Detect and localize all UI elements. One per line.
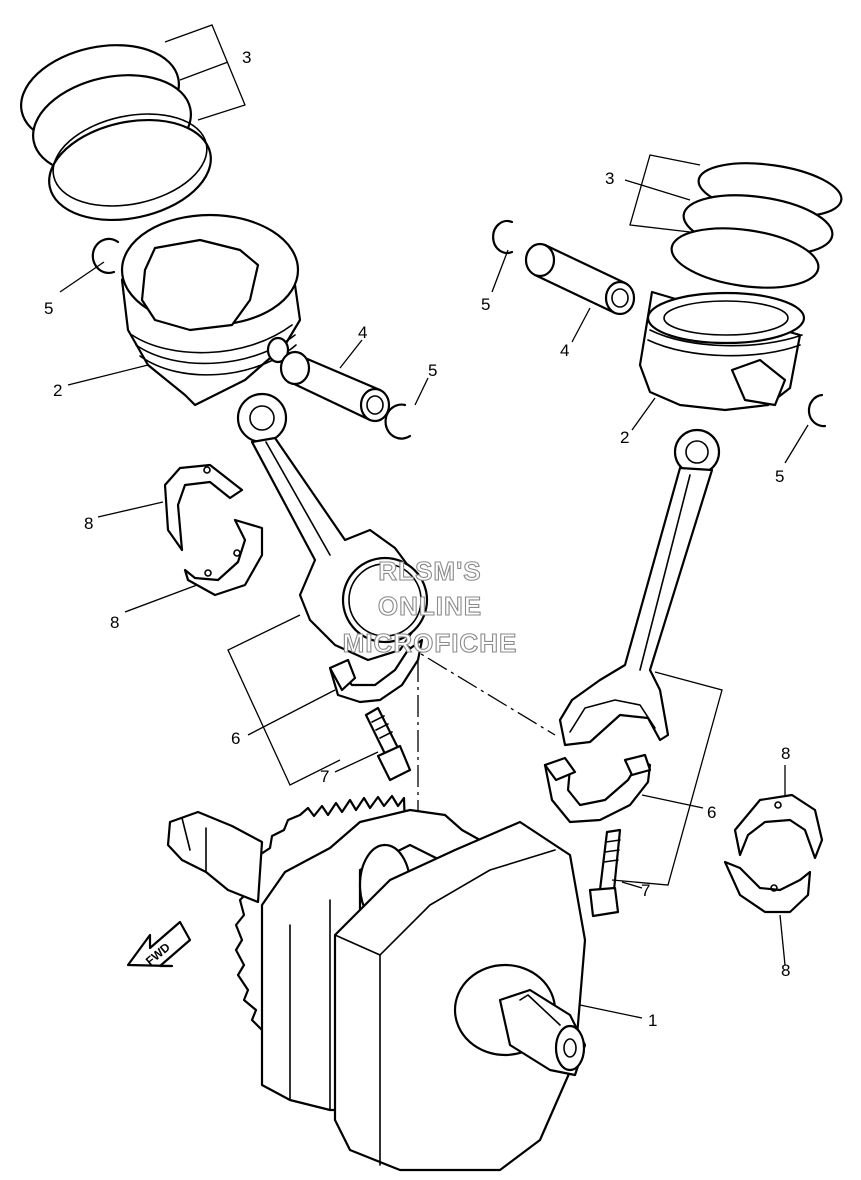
leader-lines	[59, 24, 809, 1019]
piston-pin-right[interactable]	[524, 242, 636, 316]
circlips-right[interactable]	[492, 219, 827, 428]
callout-4-right: 4	[560, 341, 569, 360]
rod-bolt-right[interactable]	[588, 828, 622, 918]
fwd-arrow-icon: FWD	[126, 920, 192, 968]
watermark: RLSM'S ONLINE MICROFICHE	[342, 555, 518, 658]
piston-rings-right[interactable]	[668, 155, 845, 296]
callout-5-left-a: 5	[44, 299, 53, 318]
crankshaft[interactable]	[166, 794, 587, 1172]
connecting-rod-right[interactable]	[558, 428, 721, 747]
callout-5-left-b: 5	[428, 361, 437, 380]
piston-right[interactable]	[638, 290, 806, 412]
watermark-line-3: MICROFICHE	[343, 628, 518, 658]
callout-2-right: 2	[620, 428, 629, 447]
piston-pin-left[interactable]	[279, 350, 391, 423]
callout-5-right-a: 5	[481, 295, 490, 314]
callout-7-right: 7	[641, 881, 650, 900]
rod-cap-right[interactable]	[543, 753, 652, 824]
rod-bolt-left[interactable]	[364, 706, 412, 782]
piston-rings-left[interactable]	[12, 31, 220, 234]
bearings-left[interactable]	[163, 463, 264, 597]
callout-8-right-b: 8	[781, 961, 790, 980]
rod-cap-left[interactable]	[328, 638, 424, 704]
callout-8-left-b: 8	[110, 613, 119, 632]
callout-5-right-b: 5	[775, 467, 784, 486]
piston-left[interactable]	[120, 213, 302, 407]
callout-4-left: 4	[358, 323, 367, 342]
callout-7-left: 7	[320, 767, 329, 786]
callout-6-left: 6	[231, 729, 240, 748]
callout-3-right: 3	[605, 169, 614, 188]
callout-1: 1	[648, 1011, 657, 1030]
watermark-line-2: ONLINE	[378, 591, 482, 621]
callout-3-left: 3	[242, 48, 251, 67]
bearings-right[interactable]	[723, 793, 824, 914]
centerlines	[397, 639, 556, 855]
callout-labels: 3 3 5 5 5 5 2 2 4 4 8 8 8 8 6 6 7 7 1	[44, 48, 790, 1030]
callout-6-right: 6	[707, 803, 716, 822]
circlips-left[interactable]	[91, 237, 412, 440]
connecting-rod-left[interactable]	[236, 392, 429, 662]
callout-2-left: 2	[53, 381, 62, 400]
callout-8-left-a: 8	[84, 514, 93, 533]
watermark-line-1: RLSM'S	[378, 556, 481, 586]
callout-8-right-a: 8	[781, 744, 790, 763]
